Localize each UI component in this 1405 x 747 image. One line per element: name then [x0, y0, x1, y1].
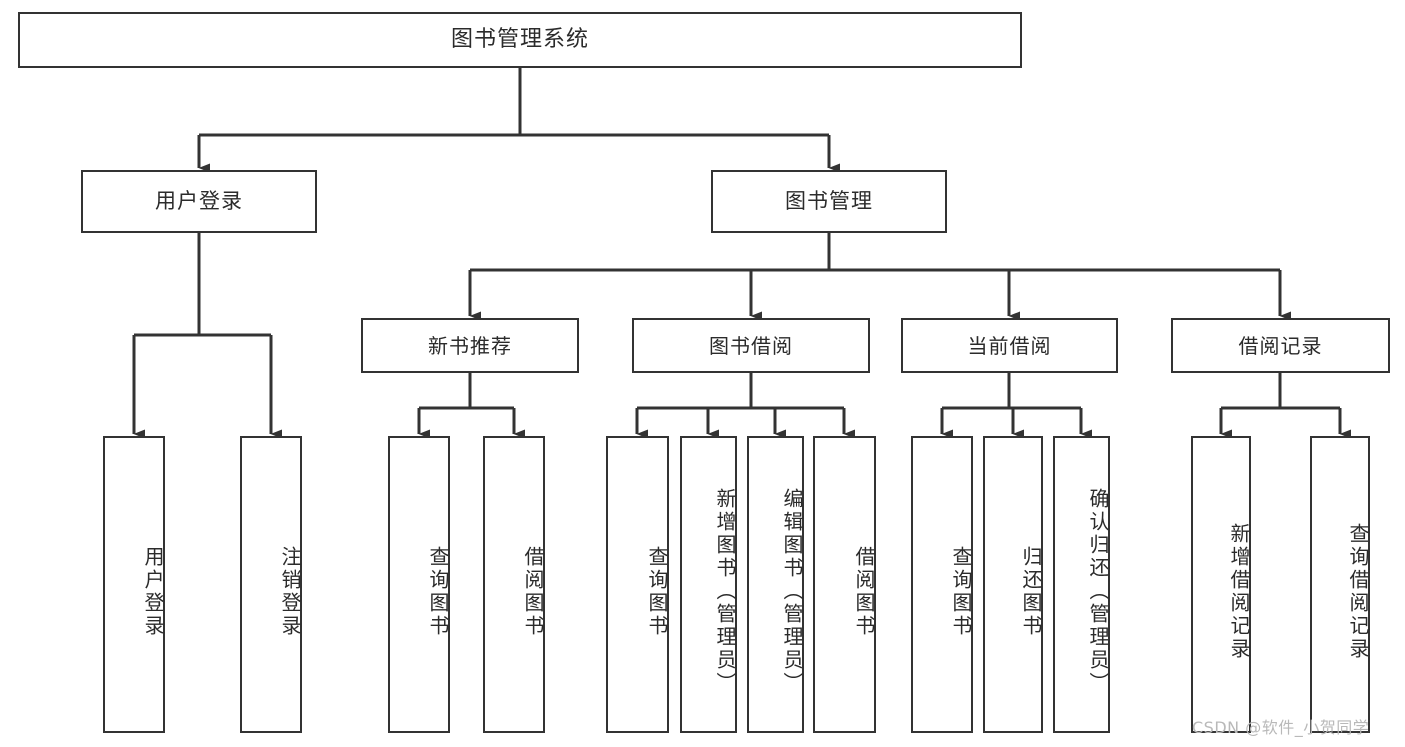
node-leaf-user-login-label: 用户登录 [141, 545, 165, 638]
node-leaf-edit-book[interactable]: 编辑图书（管理员） [747, 436, 804, 733]
node-leaf-query-book-3[interactable]: 查询图书 [911, 436, 973, 733]
node-leaf-query-book-2[interactable]: 查询图书 [606, 436, 669, 733]
node-book-manage-label: 图书管理 [785, 188, 873, 213]
node-user-login[interactable]: 用户登录 [81, 170, 317, 233]
node-leaf-confirm-return[interactable]: 确认归还（管理员） [1053, 436, 1110, 733]
node-leaf-borrow-book-1-label: 借阅图书 [521, 545, 545, 638]
node-root-label: 图书管理系统 [450, 26, 589, 52]
node-leaf-logout[interactable]: 注销登录 [240, 436, 302, 733]
watermark: CSDN @软件_小贺同学 [1192, 718, 1370, 737]
node-book-manage[interactable]: 图书管理 [711, 170, 947, 233]
node-new-book-recommend-label: 新书推荐 [428, 333, 512, 358]
node-leaf-add-record-label: 新增借阅记录 [1227, 522, 1251, 661]
node-leaf-query-book-2-label: 查询图书 [645, 545, 669, 638]
node-leaf-return-book[interactable]: 归还图书 [983, 436, 1043, 733]
node-leaf-logout-label: 注销登录 [278, 545, 302, 638]
node-leaf-user-login[interactable]: 用户登录 [103, 436, 165, 733]
node-root[interactable]: 图书管理系统 [18, 12, 1022, 68]
node-book-borrow-label: 图书借阅 [709, 333, 793, 358]
node-user-login-label: 用户登录 [155, 188, 243, 213]
node-leaf-borrow-book-1[interactable]: 借阅图书 [483, 436, 545, 733]
node-book-borrow[interactable]: 图书借阅 [632, 318, 870, 373]
node-leaf-confirm-return-label: 确认归还（管理员） [1086, 488, 1110, 695]
node-leaf-add-record[interactable]: 新增借阅记录 [1191, 436, 1251, 733]
node-leaf-query-book-1-label: 查询图书 [426, 545, 450, 638]
node-leaf-borrow-book-2[interactable]: 借阅图书 [813, 436, 876, 733]
node-current-borrow-label: 当前借阅 [967, 333, 1052, 358]
node-leaf-add-book[interactable]: 新增图书（管理员） [680, 436, 737, 733]
node-leaf-query-book-3-label: 查询图书 [949, 545, 973, 638]
node-borrow-record[interactable]: 借阅记录 [1171, 318, 1390, 373]
node-leaf-borrow-book-2-label: 借阅图书 [852, 545, 876, 638]
node-leaf-edit-book-label: 编辑图书（管理员） [780, 488, 804, 695]
node-current-borrow[interactable]: 当前借阅 [901, 318, 1118, 373]
node-leaf-query-book-1[interactable]: 查询图书 [388, 436, 450, 733]
node-new-book-recommend[interactable]: 新书推荐 [361, 318, 579, 373]
node-leaf-query-record-label: 查询借阅记录 [1346, 522, 1370, 661]
node-leaf-return-book-label: 归还图书 [1019, 545, 1043, 638]
node-leaf-query-record[interactable]: 查询借阅记录 [1310, 436, 1370, 733]
node-borrow-record-label: 借阅记录 [1238, 333, 1323, 358]
node-leaf-add-book-label: 新增图书（管理员） [713, 488, 737, 695]
